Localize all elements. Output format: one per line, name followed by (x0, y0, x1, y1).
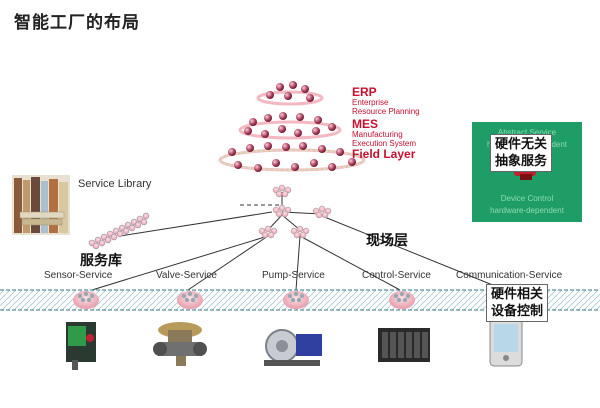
hw-overlay-line-1: 硬件相关 (491, 287, 544, 302)
pyramid-layers (218, 81, 366, 172)
field-layer-cn-label: 现场层 (366, 233, 408, 249)
hw-overlay-line-2: 设备控制 (491, 304, 544, 319)
mes-line-1: Manufacturing (352, 130, 403, 139)
pump-device-icon (264, 329, 322, 366)
mes-line-2: Execution System (352, 139, 417, 148)
hardware-dependent-overlay: 硬件相关 设备控制 (486, 284, 549, 322)
erp-line-2: Resource Planning (352, 107, 420, 116)
book-stack-icon (12, 175, 70, 235)
page-title: 智能工厂的布局 (14, 13, 140, 33)
mes-title: MES (352, 117, 379, 131)
abstract-service-line-1: Abstract Service (497, 128, 557, 137)
controller-device-icon (378, 328, 430, 362)
hardware-independent-overlay: 硬件无关 抽象服务 (490, 134, 553, 172)
valve-device-icon (153, 322, 207, 366)
abstract-service-line-4: hardware-dependent (490, 206, 564, 215)
connection-lines (91, 192, 506, 291)
erp-title: ERP (352, 85, 377, 99)
handheld-device-icon (489, 317, 523, 367)
pyramid-labels: ERP Enterprise Resource Planning MES Man… (352, 86, 420, 160)
service-label-control: Control-Service (362, 270, 431, 281)
service-label-communication: Communication-Service (456, 270, 563, 281)
service-label-pump: Pump-Service (262, 270, 325, 281)
erp-line-1: Enterprise (352, 98, 389, 107)
service-label-sensor: Sensor-Service (44, 270, 113, 281)
abstract-service-line-3: Device Control (500, 194, 554, 203)
service-library-label: Service Library (78, 178, 152, 190)
service-label-valve: Valve-Service (156, 270, 217, 281)
node-clusters (258, 184, 332, 239)
service-library-chain (88, 212, 150, 250)
sensor-device-icon (66, 322, 96, 370)
overlay-line-2: 抽象服务 (495, 154, 548, 169)
service-library-cn-label: 服务库 (80, 253, 122, 269)
field-layer-title: Field Layer (352, 147, 416, 161)
overlay-line-1: 硬件无关 (495, 137, 548, 152)
